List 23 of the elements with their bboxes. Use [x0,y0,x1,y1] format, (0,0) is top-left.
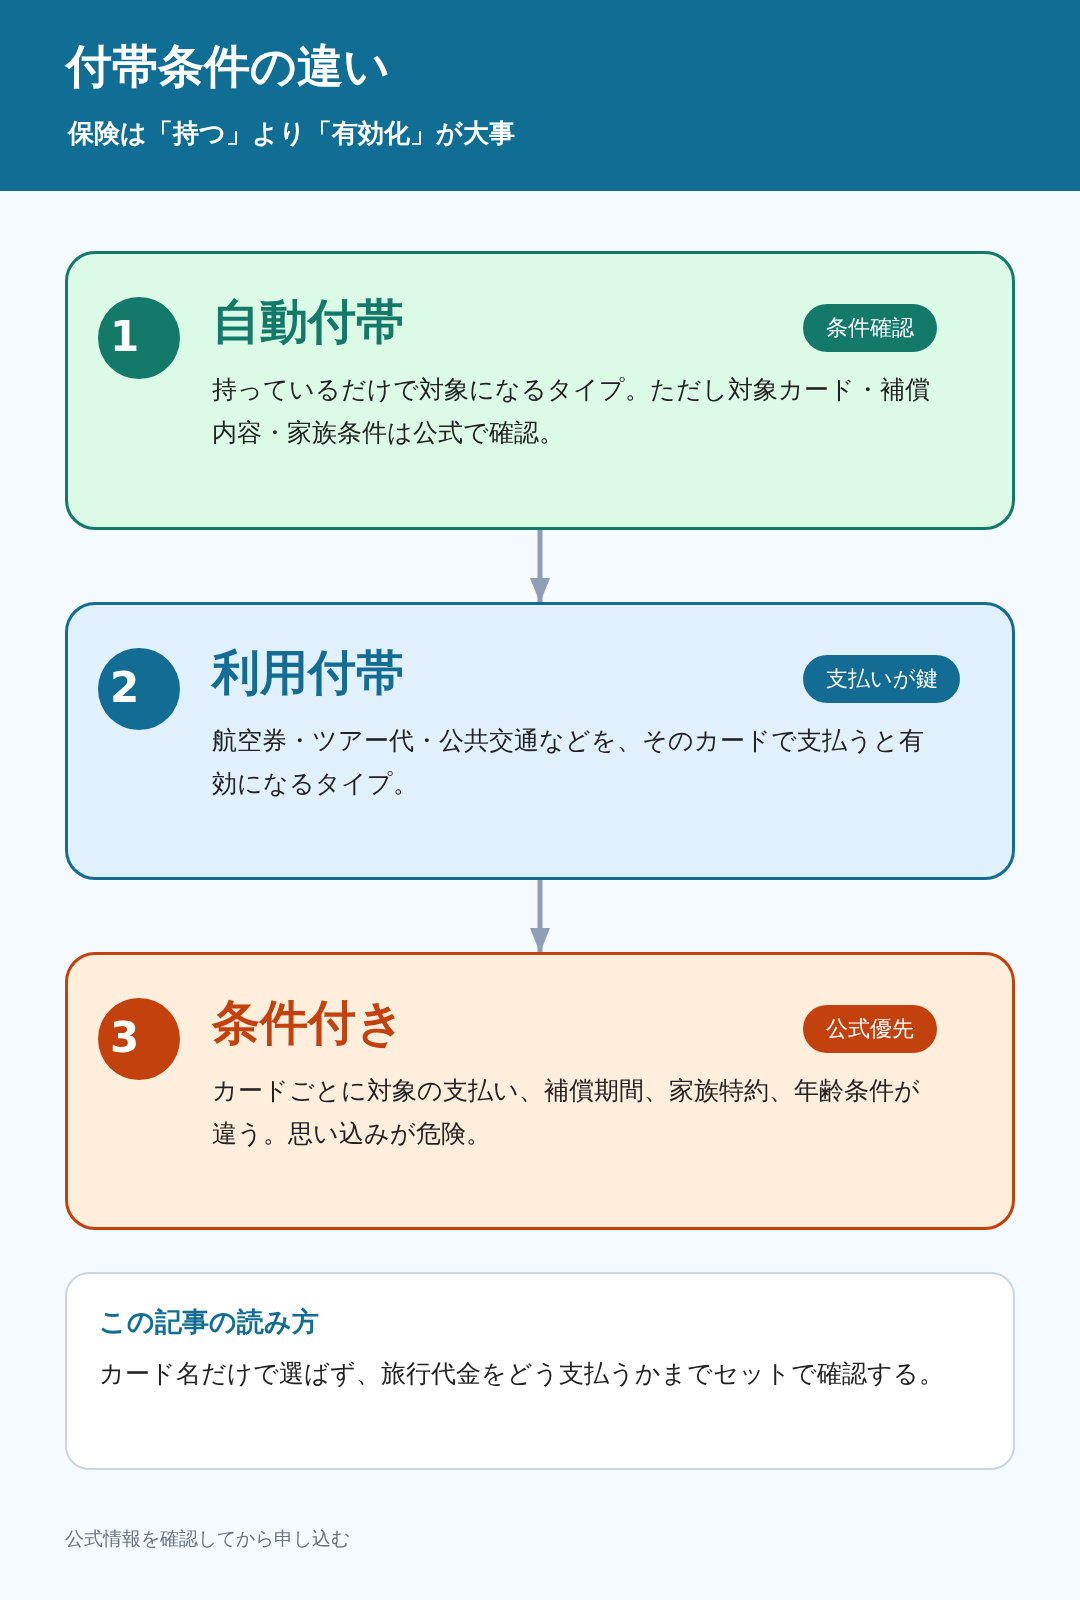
tag-pill: 支払いが鍵 [803,655,960,703]
note-text: カード名だけで選ばず、旅行代金をどう支払うかまでセットで確認する。 [99,1358,945,1390]
tag-pill: 条件確認 [803,304,937,352]
tag-pill: 公式優先 [803,1005,937,1053]
subtitle: 保険は「持つ」より「有効化」が大事 [68,117,515,150]
step-card [65,602,1015,880]
footer-note: 公式情報を確認してから申し込む [65,1526,350,1551]
note-card [65,1272,1015,1470]
number-badge: 3 [98,998,180,1080]
number-badge: 1 [98,297,180,379]
step-title: 自動付帯 [212,292,404,351]
step-description: カードごとに対象の支払い、補償期間、家族特約、年齢条件が違う。思い込みが危険。 [212,1075,921,1150]
step-card [65,952,1015,1230]
step-card [65,251,1015,530]
arrow [530,880,550,953]
step-title: 利用付帯 [212,643,404,702]
step-title: 条件付き [212,993,405,1052]
step-description: 持っているだけで対象になるタイプ。ただし対象カード・補償内容・家族条件は公式で確認。 [212,374,931,449]
title: 付帯条件の違い [66,38,390,95]
number-badge: 2 [98,648,180,730]
note-heading: この記事の読み方 [99,1305,319,1339]
arrow [530,530,550,603]
step-description: 航空券・ツアー代・公共交通などを、そのカードで支払うと有効になるタイプ。 [212,725,925,800]
